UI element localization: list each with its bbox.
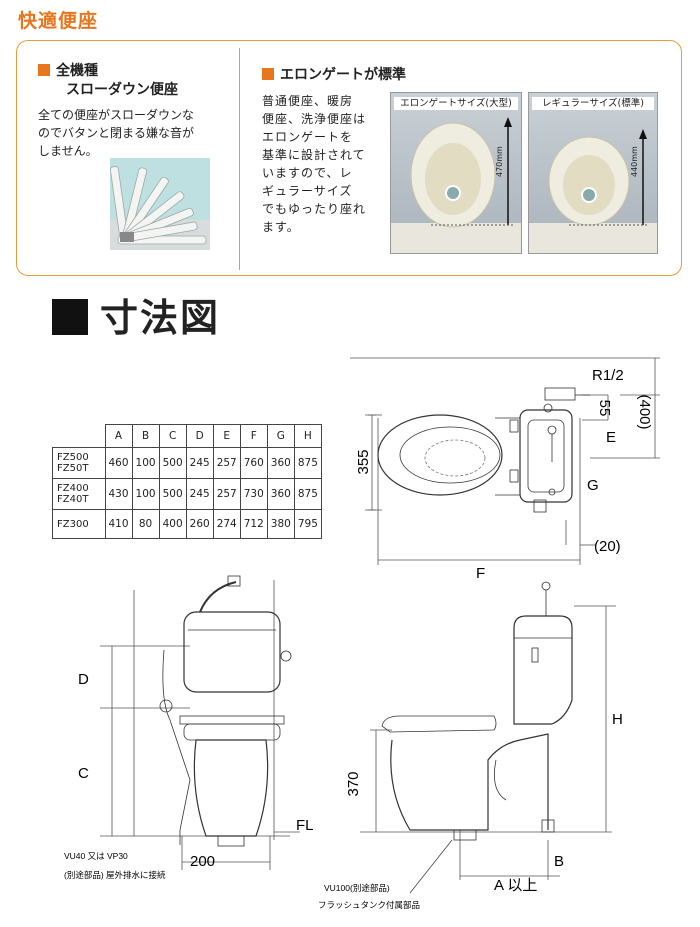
label-e: E (606, 429, 616, 446)
label-355: 355 (355, 449, 372, 474)
feature-panel (16, 40, 682, 276)
table-header: G (266, 424, 295, 448)
table-cell: 245 (185, 447, 214, 479)
feature1-heading-line1: 全機種 (56, 63, 98, 79)
table-cell: 380 (266, 509, 295, 539)
note-flush-line2: フラッシュタンク付属部品 (318, 900, 420, 910)
label-fl: FL (296, 817, 314, 834)
table-row: FZ300 410 80 400 260 274 712 380 795 (52, 509, 322, 539)
page-title: 快適便座 (18, 10, 99, 32)
feature1-body-line: しません。 (38, 144, 98, 158)
table-cell: 795 (293, 509, 322, 539)
note-pipe-line1: VU40 又は VP30 (64, 851, 128, 861)
table-cell: 760 (239, 447, 268, 479)
label-200: 200 (190, 853, 215, 870)
table-cell: 80 (131, 509, 160, 539)
label-h: H (612, 711, 623, 728)
bullet-square-icon (38, 64, 50, 76)
side-view (360, 581, 616, 880)
table-cell: 100 (131, 478, 160, 510)
label-b: B (554, 853, 564, 870)
regular-seat-image: レギュラーサイズ(標準) 440mm (528, 92, 658, 254)
feature-elongate: エロンゲートが標準 (262, 66, 406, 85)
label-c: C (78, 765, 89, 782)
label-400: (400) (636, 394, 653, 429)
label-55: 55 (596, 400, 613, 417)
feature2-body: 普通便座、暖房 便座、洗浄便座は エロンゲートを 基準に設計されて いますので、… (262, 92, 380, 236)
feature2-body-line: ギュラーサイズ (262, 184, 353, 198)
feature2-body-line: 基準に設計されて (262, 148, 366, 162)
feature1-heading-line2: スローダウン便座 (66, 82, 178, 98)
table-cell: 260 (185, 509, 214, 539)
heading-square-icon (52, 299, 88, 335)
section-title-text: 寸法図 (100, 296, 221, 340)
feature2-body-line: エロンゲートを (262, 130, 354, 144)
model-name: FZ40T (57, 494, 89, 505)
feature2-body-line: ます。 (262, 220, 300, 234)
elongate-seat-image: エロンゲートサイズ(大型) 470mm (390, 92, 522, 254)
feature2-body-line: 普通便座、暖房 (262, 94, 354, 108)
table-cell: 257 (212, 447, 241, 479)
table-cell: 360 (266, 478, 295, 510)
feature1-body-line: 全ての便座がスローダウンな (38, 108, 195, 122)
section-title: 寸法図 (52, 295, 220, 341)
label-a: A 以上 (494, 877, 537, 894)
note-pipe-line2: (別途部品) 屋外排水に接続 (64, 870, 166, 880)
slowdown-seat-image (110, 158, 210, 250)
label-f: F (476, 565, 485, 582)
feature2-body-line: いますので、レ (262, 166, 353, 180)
panel-divider (239, 48, 240, 270)
regular-caption: レギュラーサイズ(標準) (532, 97, 654, 110)
table-header: A (104, 424, 133, 448)
model-name: FZ400 (57, 483, 89, 494)
front-view (100, 575, 300, 870)
label-d: D (78, 671, 89, 688)
model-name: FZ300 (57, 518, 89, 530)
label-370: 370 (345, 771, 362, 796)
top-view (350, 357, 660, 565)
table-cell: 274 (212, 509, 241, 539)
label-g: G (587, 477, 599, 494)
model-name: FZ500 (57, 452, 89, 463)
table-cell: 257 (212, 478, 241, 510)
table-cell: 400 (158, 509, 187, 539)
note-flush-line1: VU100(別途部品) (324, 883, 390, 893)
feature-slowdown: 全機種 スローダウン便座 全ての便座がスローダウンな のでバタンと閉まる嫌な音が… (38, 62, 228, 160)
feature2-body-line: でもゆったり座れ (262, 202, 367, 216)
table-cell: 500 (158, 478, 187, 510)
bullet-square-icon (262, 68, 274, 80)
feature1-body-line: のでバタンと閉まる嫌な音が (38, 126, 195, 140)
table-cell: 410 (104, 509, 133, 539)
elongate-caption: エロンゲートサイズ(大型) (394, 97, 518, 110)
label-20: (20) (594, 538, 621, 555)
model-name: FZ50T (57, 463, 89, 474)
feature2-heading: エロンゲートが標準 (280, 67, 406, 83)
label-r12: R1/2 (592, 367, 624, 384)
table-cell: 730 (239, 478, 268, 510)
table-cell: 875 (293, 478, 322, 510)
feature2-body-line: 便座、洗浄便座は (262, 112, 367, 126)
